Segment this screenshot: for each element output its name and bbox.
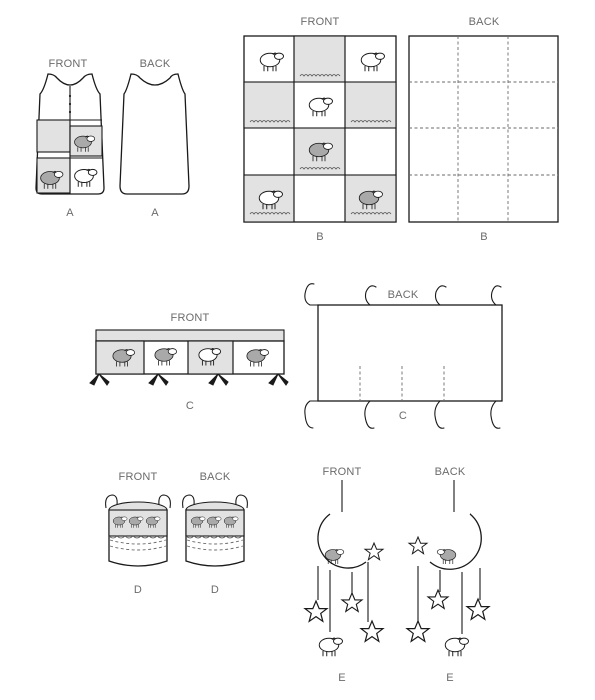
mobile-front-view-letter: E (338, 672, 346, 684)
basket-back-view-letter: D (210, 584, 220, 596)
sleep-sack-front-label: FRONT (48, 58, 88, 70)
mobile-back-view-letter: E (446, 672, 454, 684)
bumper-front (89, 329, 289, 386)
quilt-back-view-letter: B (480, 231, 488, 243)
basket-front-label: FRONT (118, 471, 158, 483)
sleep-sack-back (119, 73, 190, 195)
quilt-front-label: FRONT (300, 16, 340, 28)
bumper-front-label: FRONT (170, 312, 210, 324)
mobile-back-label: BACK (434, 466, 466, 478)
sleep-sack-front-view-letter: A (66, 207, 74, 219)
mobile-front (304, 480, 384, 657)
sleep-sack-front (35, 73, 105, 195)
basket-front (105, 494, 171, 567)
bumper-back (304, 283, 503, 429)
sleep-sack-back-view-letter: A (151, 207, 159, 219)
quilt-back (408, 35, 559, 223)
quilt-front (243, 35, 397, 223)
bumper-back-view-letter: C (398, 410, 408, 422)
bumper-front-view-letter: C (185, 400, 195, 412)
sleep-sack-back-label: BACK (139, 58, 171, 70)
mobile-back (406, 480, 490, 657)
basket-front-view-letter: D (133, 584, 143, 596)
quilt-back-label: BACK (468, 16, 500, 28)
mobile-front-label: FRONT (322, 466, 362, 478)
basket-back-label: BACK (199, 471, 231, 483)
quilt-front-view-letter: B (316, 231, 324, 243)
basket-back (182, 494, 248, 567)
bumper-back-label: BACK (387, 289, 419, 301)
